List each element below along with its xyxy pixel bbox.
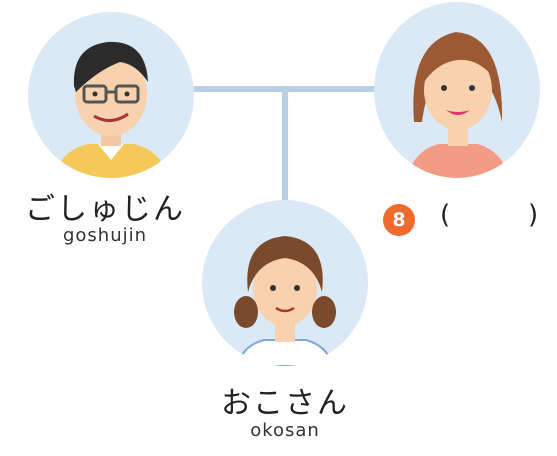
answer-close-paren: ) — [528, 200, 539, 230]
husband-label-romaji: goshujin — [62, 225, 148, 246]
connector-horizontal — [188, 86, 384, 92]
husband-portrait — [28, 12, 194, 178]
child-label-romaji: okosan — [250, 420, 320, 441]
answer-open-paren: ( — [440, 200, 451, 230]
connector-vertical — [282, 90, 288, 202]
child-illustration — [234, 236, 336, 366]
wife-portrait — [374, 2, 540, 178]
husband-illustration — [56, 41, 166, 178]
child-portrait — [202, 200, 368, 366]
wife-illustration — [408, 32, 508, 178]
question-number-badge: 8 — [383, 204, 415, 236]
child-label-jp: おこさん — [221, 386, 349, 421]
husband-label-jp: ごしゅじん — [25, 192, 185, 227]
